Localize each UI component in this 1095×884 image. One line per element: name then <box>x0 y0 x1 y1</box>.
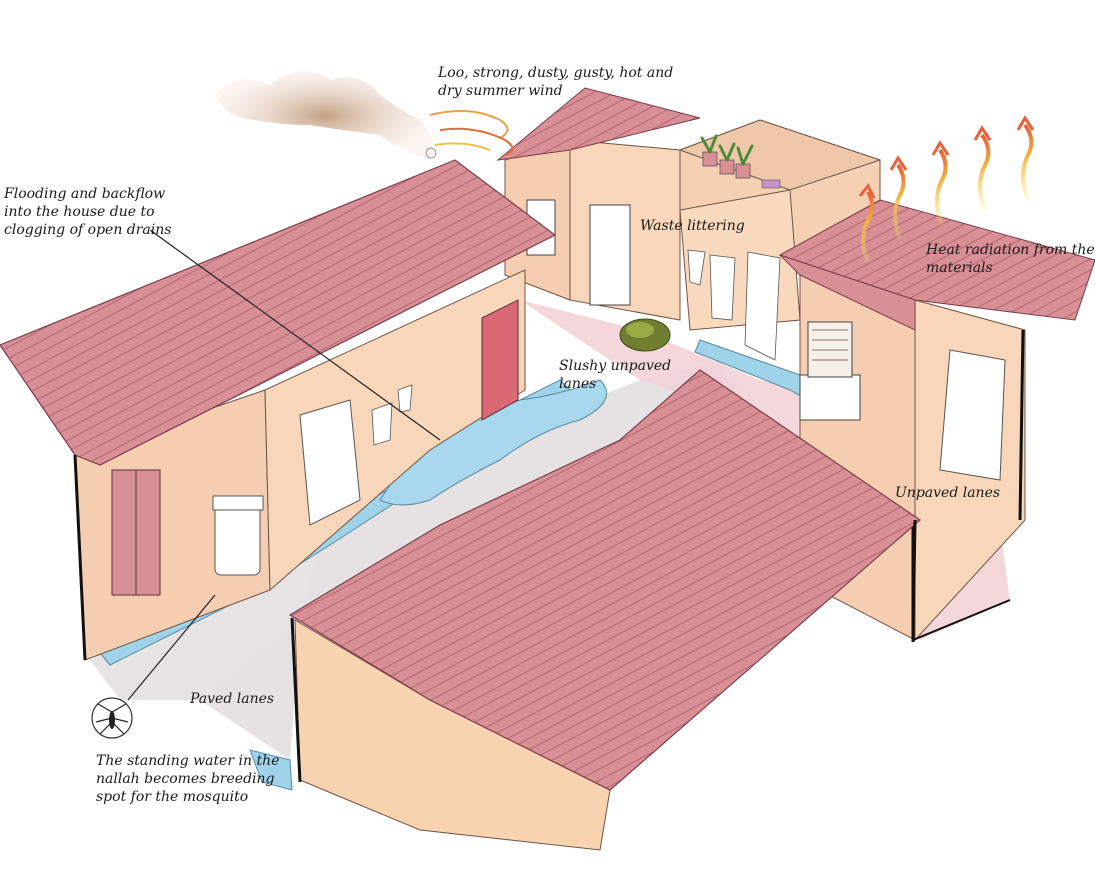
wind-swirl-icon <box>426 111 513 158</box>
mosquito-icon <box>92 698 132 738</box>
back-door <box>590 205 630 305</box>
mosquito-breeding-label: The standing water in the nallah becomes… <box>96 752 281 806</box>
drum <box>215 505 260 575</box>
heat-radiation-label: Heat radiation from the materials <box>926 241 1095 277</box>
dust-cloud-icon <box>215 71 433 160</box>
slushy-lanes-label: Slushy unpaved lanes <box>559 357 679 393</box>
red-door <box>482 300 518 420</box>
paved-lanes-label: Paved lanes <box>190 690 310 708</box>
loo-wind-label: Loo, strong, dusty, gusty, hot and dry s… <box>438 64 688 100</box>
curtain-right <box>940 350 1005 480</box>
flooding-label: Flooding and backflow into the house due… <box>4 185 179 239</box>
cooler-icon <box>800 322 860 420</box>
waste-littering-label: Waste littering <box>640 217 780 235</box>
waste-pile <box>620 319 670 351</box>
unpaved-lanes-label: Unpaved lanes <box>895 484 1025 502</box>
